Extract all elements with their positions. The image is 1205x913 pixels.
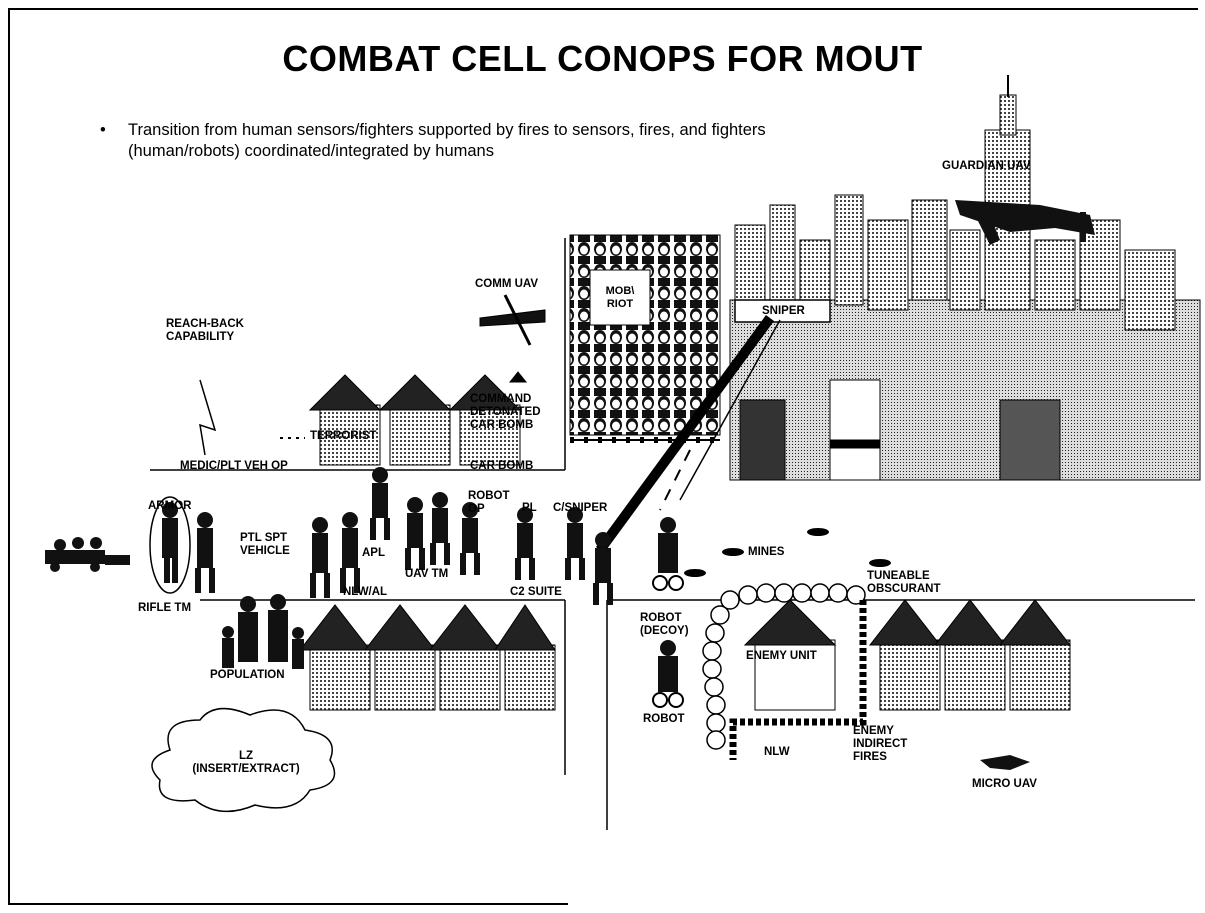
label-rifle-tm: RIFLE TM: [138, 602, 191, 615]
label-mob-riot: MOB\ RIOT: [598, 285, 642, 311]
label-comm-uav: COMM UAV: [475, 278, 538, 291]
vehicle-left: [45, 537, 130, 572]
label-robot: ROBOT: [643, 713, 685, 726]
label-medic: MEDIC/PLT VEH OP: [180, 460, 288, 473]
label-mines: MINES: [748, 546, 784, 559]
label-robot-op: ROBOT OP: [468, 490, 510, 516]
label-nlw-al: NLW/AL: [343, 586, 387, 599]
label-tuneable-obscurant: TUNEABLE OBSCURANT: [867, 570, 940, 596]
label-population: POPULATION: [210, 669, 285, 682]
comm-uav: [480, 295, 545, 345]
label-command-detonated: COMMAND DETONATED CAR BOMB: [470, 393, 541, 432]
label-guardian-uav: GUARDIAN UAV: [942, 160, 1031, 173]
label-ptl-spt: PTL SPT VEHICLE: [240, 532, 290, 558]
houses-bottom: [300, 605, 555, 710]
label-pl: PL: [522, 502, 537, 515]
label-car-bomb: CAR BOMB: [470, 460, 533, 473]
label-micro-uav: MICRO UAV: [972, 778, 1037, 791]
label-armor: ARMOR: [148, 500, 191, 513]
soldiers: [162, 467, 613, 605]
micro-uav: [980, 755, 1030, 770]
label-lz: LZ (INSERT/EXTRACT): [176, 750, 316, 776]
label-c2-suite: C2 SUITE: [510, 586, 562, 599]
label-enemy-unit: ENEMY UNIT: [746, 650, 817, 663]
label-robot-decoy: ROBOT (DECOY): [640, 612, 689, 638]
city-skyline: [730, 75, 1200, 480]
reach-back-lightning: [200, 380, 215, 455]
population: [222, 594, 304, 669]
label-nlw: NLW: [764, 746, 790, 759]
label-sniper: SNIPER: [762, 305, 805, 318]
label-reach-back: REACH-BACK CAPABILITY: [166, 318, 244, 344]
label-enemy-indirect-fires: ENEMY INDIRECT FIRES: [853, 725, 907, 764]
label-uav-tm: UAV TM: [405, 568, 448, 581]
mines: [684, 528, 891, 577]
label-terrorist: TERRORIST: [310, 430, 376, 443]
label-c-sniper: C/SNIPER: [553, 502, 607, 515]
label-apl: APL: [362, 547, 385, 560]
